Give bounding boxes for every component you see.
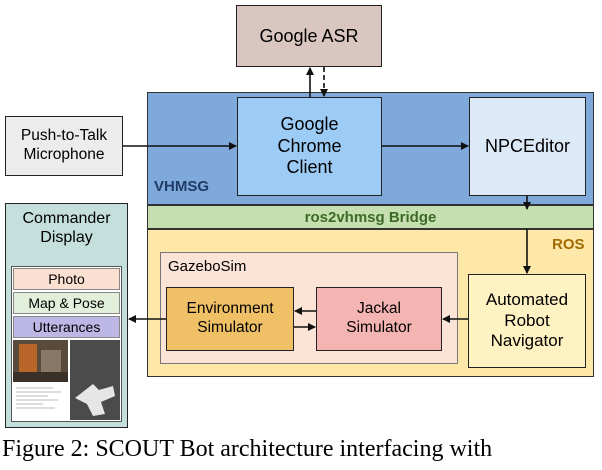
photo-panel-label: Photo [48, 271, 85, 287]
google-asr-label: Google ASR [259, 25, 359, 46]
gazebosim-label: GazeboSim [168, 258, 247, 275]
bridge-label: ros2vhmsg Bridge [304, 208, 437, 226]
chrome-client-label: Google Chrome Client [277, 114, 342, 178]
environment-simulator-box: Environment Simulator [166, 287, 294, 351]
photo-panel: Photo [13, 268, 120, 290]
utterances-panel: Utterances [13, 316, 120, 338]
commander-screen-imagery [13, 340, 120, 420]
jackal-simulator-label: Jackal Simulator [346, 300, 412, 336]
jackal-simulator-box: Jackal Simulator [316, 287, 442, 351]
environment-simulator-label: Environment Simulator [186, 300, 274, 336]
vhmsg-label: VHMSG [154, 178, 210, 195]
push-to-talk-box: Push-to-Talk Microphone [5, 116, 123, 176]
robot-navigator-label: Automated Robot Navigator [485, 290, 569, 351]
push-to-talk-label: Push-to-Talk Microphone [20, 127, 108, 163]
figure-caption: Figure 2: SCOUT Bot architecture interfa… [2, 436, 493, 462]
utterances-panel-label: Utterances [32, 319, 101, 335]
bridge-band: ros2vhmsg Bridge [147, 205, 594, 229]
robot-navigator-box: Automated Robot Navigator [468, 274, 586, 368]
npceditor-box: NPCEditor [469, 97, 586, 196]
chrome-client-box: Google Chrome Client [237, 97, 382, 196]
ros-label: ROS [552, 236, 585, 253]
commander-display-label: Commander Display [22, 210, 111, 247]
utterance-list-image [13, 384, 68, 420]
map-pose-panel: Map & Pose [13, 292, 120, 314]
npceditor-label: NPCEditor [484, 136, 571, 156]
map-pose-panel-label: Map & Pose [28, 295, 105, 311]
google-asr-box: Google ASR [236, 5, 382, 67]
